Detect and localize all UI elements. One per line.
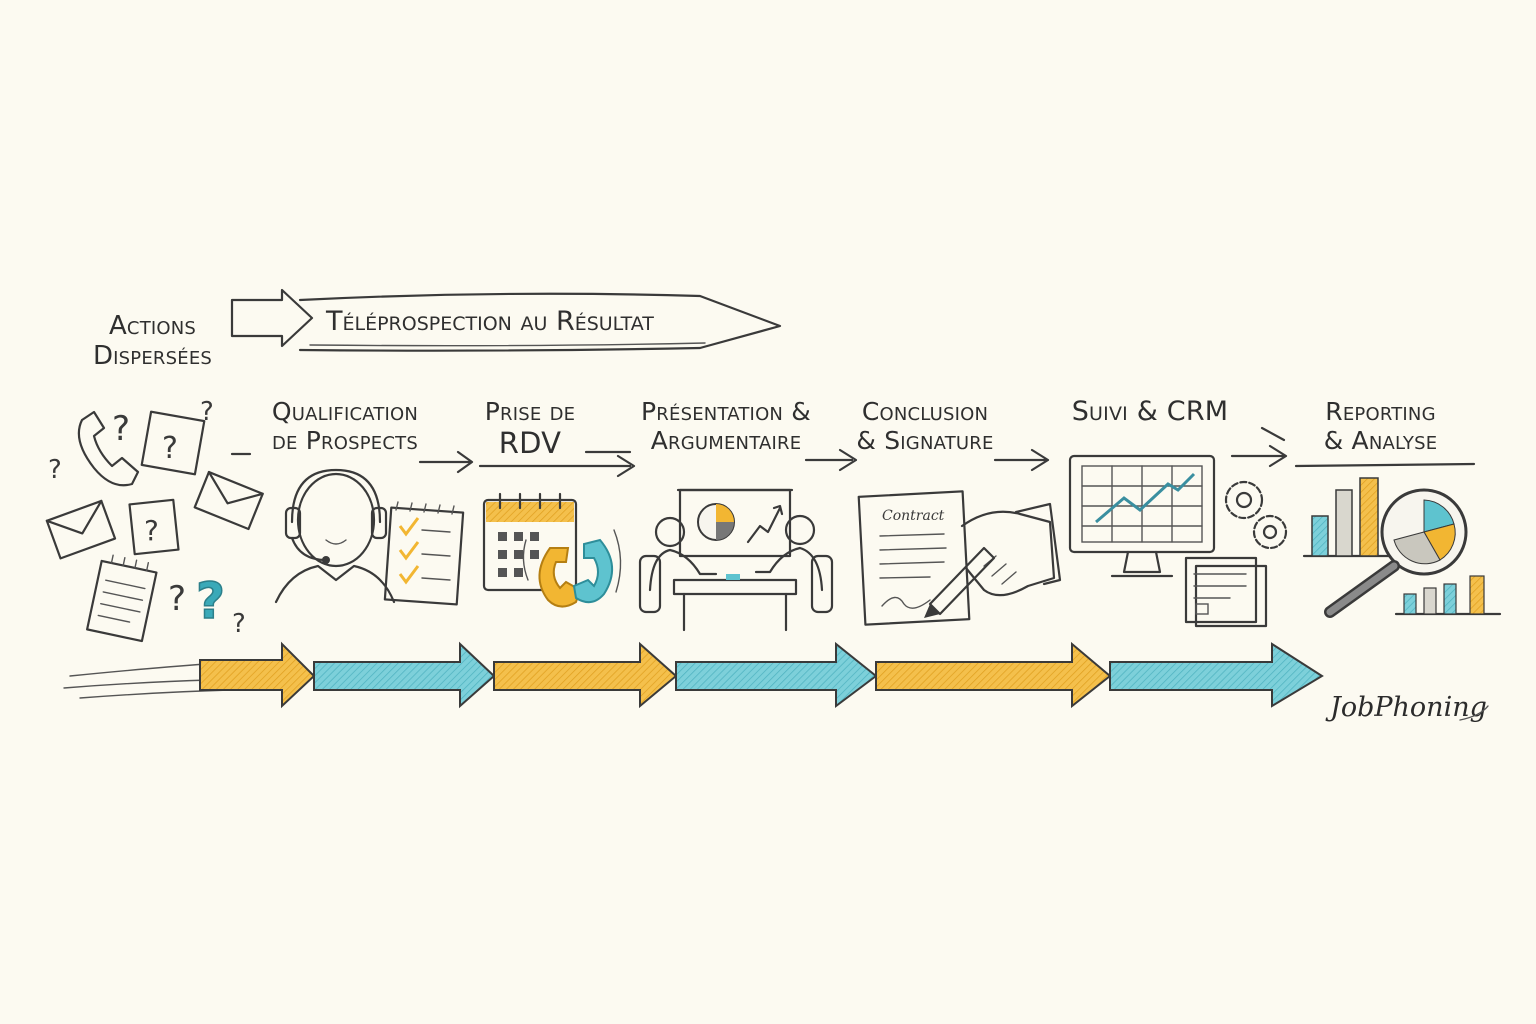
start-label: Actions Dispersées (70, 311, 235, 372)
gears-icon (1224, 480, 1288, 550)
svg-text:?: ? (232, 609, 246, 639)
start-label-line2: Dispersées (92, 340, 213, 371)
step-label-presentation: Présentation & Argumentaire (628, 397, 824, 456)
notepad-icon (86, 554, 158, 643)
headset-agent-icon (274, 468, 396, 604)
step-label-line1: Présentation & (641, 397, 811, 426)
step-label-suivi: Suivi & CRM (1055, 396, 1245, 427)
pen-icon (924, 546, 996, 618)
handshake-icon (960, 502, 1062, 597)
contract-document-icon: Contract (857, 490, 971, 626)
calendar-icon (482, 492, 578, 592)
step-label-line1: Suivi & CRM (1071, 396, 1229, 427)
step-label-reporting: Reporting & Analyse (1298, 397, 1463, 456)
envelope-icon (45, 470, 264, 560)
header-arrow (230, 288, 782, 352)
checklist-icon (383, 501, 465, 606)
brand-flourish (1459, 705, 1489, 721)
step-label-line1: Conclusion (861, 397, 989, 426)
sticky-note-question-icon: ? ? (128, 410, 206, 556)
step-label-line1: Prise de (484, 397, 576, 426)
step-label-line2: de Prospects (272, 425, 418, 455)
documents-icon (1184, 556, 1268, 628)
svg-text:?: ? (48, 455, 62, 485)
step-label-conclusion: Conclusion & Signature (845, 397, 1005, 456)
start-label-line1: Actions (108, 311, 197, 341)
step-label-line2: Argumentaire (650, 425, 802, 455)
svg-text:?: ? (112, 409, 130, 449)
contract-label: Contract (882, 508, 945, 524)
svg-text:?: ? (196, 572, 225, 630)
svg-text:?: ? (168, 579, 186, 619)
monitor-chart-icon (1068, 454, 1216, 578)
svg-text:?: ? (144, 514, 159, 547)
brand-logo: JobPhoning (1330, 692, 1487, 723)
svg-text:?: ? (200, 397, 214, 427)
step-label-line2: RDV (498, 425, 562, 460)
progress-arrows (63, 641, 1324, 709)
meeting-presentation-icon (638, 488, 834, 632)
step-label-line1: Reporting (1325, 397, 1436, 426)
magnifier-pie-icon (1324, 488, 1468, 618)
step-label-qualification: Qualification de Prospects (250, 397, 440, 456)
step-label-rdv: Prise de RDV (465, 397, 595, 460)
diagram-title: Téléprospection au Résultat (326, 306, 654, 337)
step-label-line1: Qualification (271, 397, 419, 426)
question-mark-icon: ? ? ? ? ? ? (48, 397, 246, 639)
svg-text:?: ? (162, 431, 178, 466)
bar-chart-icon (1302, 477, 1502, 616)
step-label-line2: & Analyse (1323, 425, 1438, 455)
phone-icon (77, 410, 140, 487)
step-label-line2: & Signature (856, 425, 994, 455)
connector-arrows (230, 426, 1476, 478)
phone-handset-icon (522, 529, 622, 608)
